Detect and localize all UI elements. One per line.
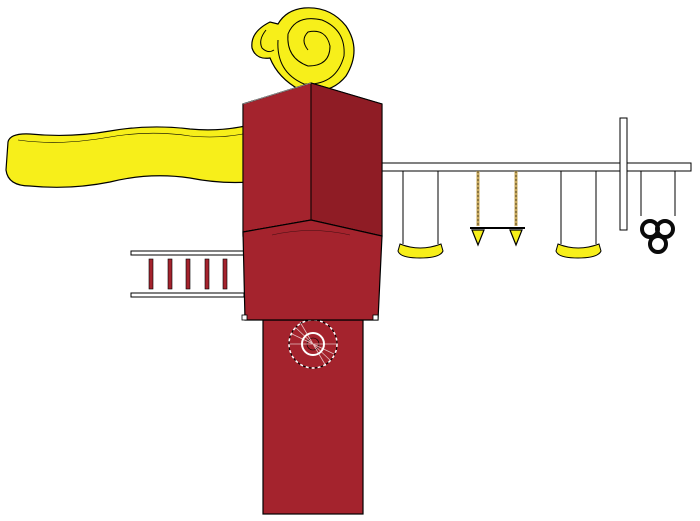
porthole-icon: [288, 319, 338, 369]
tower-roof: [242, 82, 383, 237]
trapeze-icon: [470, 227, 525, 247]
rings-icon: [640, 219, 675, 254]
belt-swing-2: [555, 171, 602, 259]
lower-deck: [262, 319, 364, 515]
belt-swing-1: [397, 171, 444, 259]
belt-swing-icon: [397, 243, 444, 259]
wave-slide: [5, 124, 251, 188]
trapeze-bar: [470, 171, 525, 247]
ladder-icon: [148, 258, 228, 290]
wave-slide-icon: [5, 124, 251, 188]
upper-deck: [241, 219, 383, 321]
ladder: [130, 250, 245, 298]
spiral-slide: [251, 7, 355, 92]
roof-icon: [242, 82, 383, 237]
tire-rings: [640, 171, 676, 254]
spiral-slide-icon: [251, 7, 355, 92]
belt-swing-icon: [555, 243, 602, 259]
swing-beam: [377, 117, 692, 231]
